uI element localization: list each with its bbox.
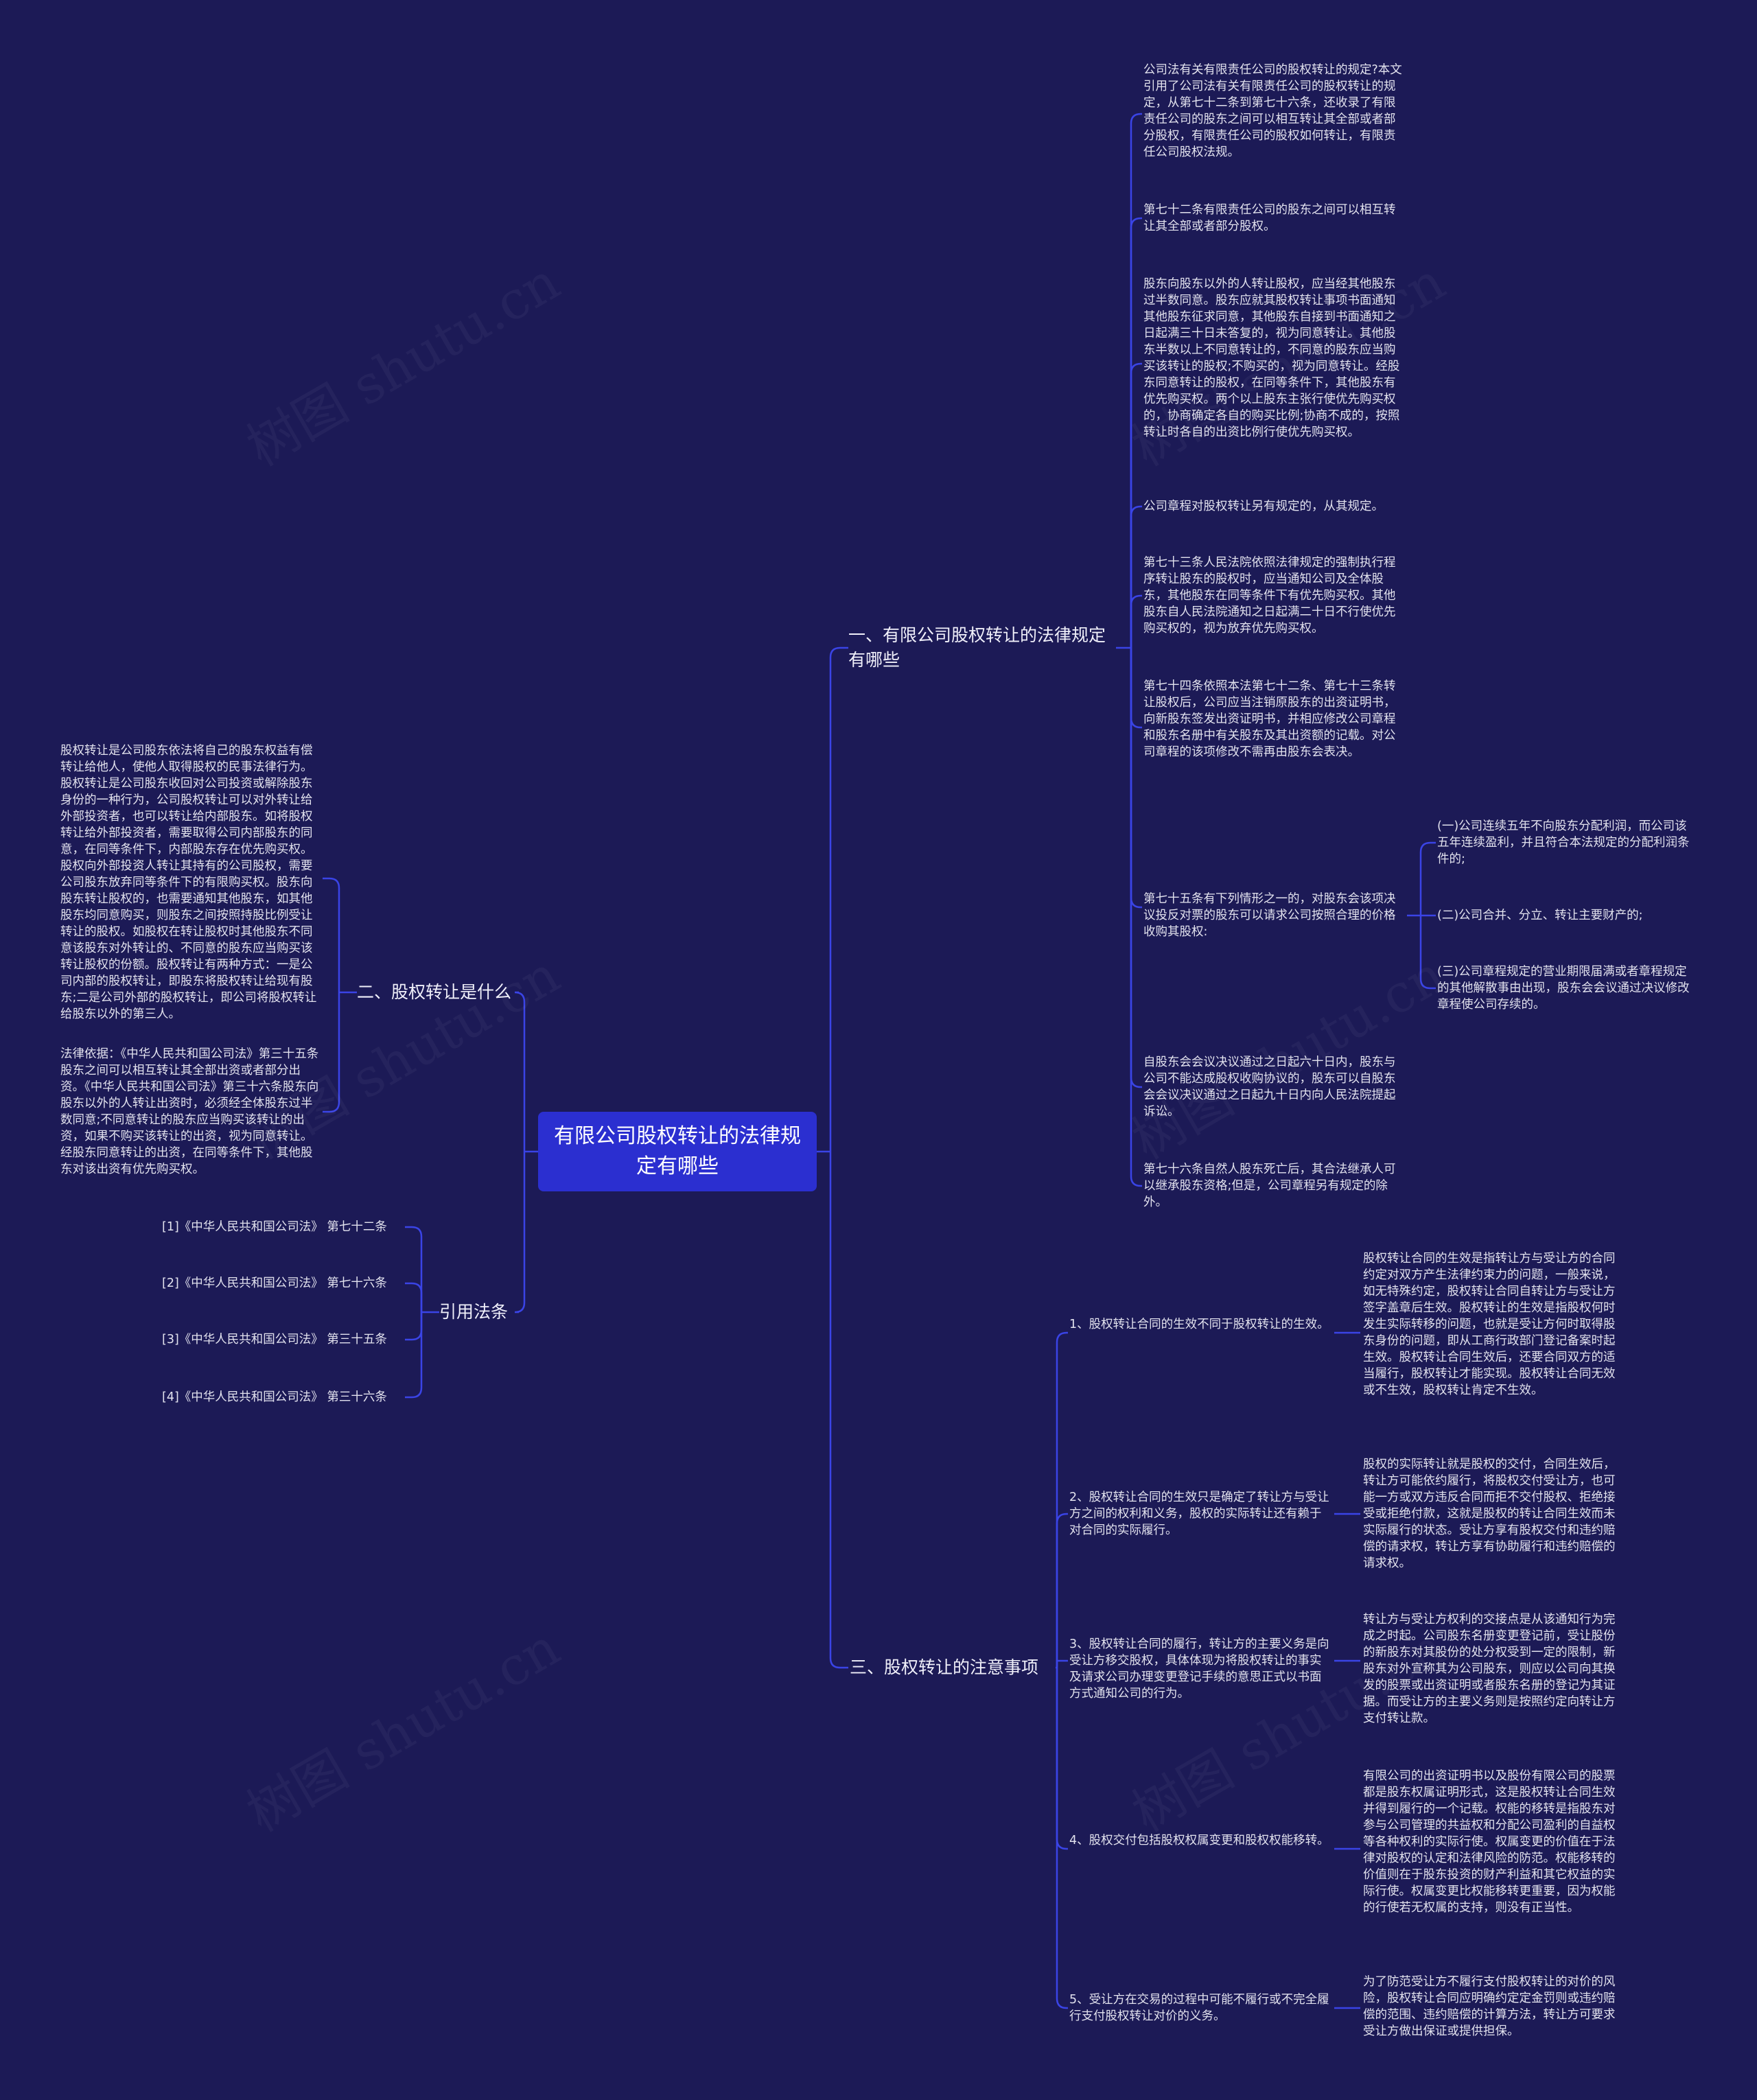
root-topic[interactable]: 有限公司股权转让的法律规定有哪些 [538,1112,817,1191]
precaution-2-detail: 股权的实际转让就是股权的交付，合同生效后，转让方可能依约履行，将股权交付受让方，… [1363,1458,1616,1570]
provision-art75: 第七十五条有下列情形之一的，对股东会该项决议投反对票的股东可以请求公司按照合理的… [1143,892,1396,939]
precaution-3-label: 3、股权转让合同的履行，转让方的主要义务是向受让方移交股权，具体体现为将股权转让… [1069,1637,1329,1701]
provision-articles: 公司章程对股权转让另有规定的，从其规定。 [1143,500,1384,513]
branch-what-is-transfer[interactable]: 二、股权转让是什么 [357,982,512,1002]
provision-art73: 第七十三条人民法院依照法律规定的强制执行程序转让股东的股权时，应当通知公司及全体… [1143,556,1396,635]
transfer-definition: 股权转让是公司股东依法将自己的股东权益有偿转让给他人，使他人取得股权的民事法律行… [60,744,317,1021]
precaution-4-detail: 有限公司的出资证明书以及股份有限公司的股票都是股东权属证明形式，这是股权转让合同… [1363,1769,1616,1915]
provision-transfer-outside: 股东向股东以外的人转让股权，应当经其他股东过半数同意。股东应就其股权转让事项书面… [1143,277,1400,439]
provision-art76: 第七十六条自然人股东死亡后，其合法继承人可以继承股东资格;但是，公司章程另有规定… [1143,1163,1396,1209]
cited-article[interactable]: [1]《中华人民共和国公司法》 第七十二条 [162,1220,387,1234]
branch3-connector [405,1226,439,1399]
root-left-connector [514,991,538,1314]
transfer-legal-basis: 法律依据：《中华人民共和国公司法》第三十五条股东之间可以相互转让其全部出资或者部… [60,1047,319,1176]
cited-article[interactable]: [4]《中华人民共和国公司法》 第三十六条 [162,1390,387,1404]
precaution-1-detail: 股权转让合同的生效是指转让方与受让方的合同约定对双方产生法律约束力的问题，一般来… [1363,1252,1616,1397]
root-topic-label: 有限公司股权转让的法律规定有哪些 [554,1124,801,1178]
branch4-connector [1056,1331,1068,2009]
branch1-connector [1116,113,1142,1187]
provision-art74: 第七十四条依照本法第七十二条、第七十三条转让股权后，公司应当注销原股东的出资证明… [1143,679,1396,759]
cited-article[interactable]: [3]《中华人民共和国公司法》 第三十五条 [162,1333,387,1346]
provision-lawsuit: 自股东会会议决议通过之日起六十日内，股东与公司不能达成股权收购协议的，股东可以自… [1143,1055,1396,1119]
art75-case-3: (三)公司章程规定的营业期限届满或者章程规定的其他解散事由出现，股东会会议通过决… [1437,965,1690,1012]
cited-article[interactable]: [2]《中华人民共和国公司法》 第七十六条 [162,1276,387,1290]
precaution-1-label: 1、股权转让合同的生效不同于股权转让的生效。 [1069,1318,1329,1331]
precaution-2-label: 2、股权转让合同的生效只是确定了转让方与受让方之间的权利和义务，股权的实际转让还… [1069,1491,1329,1537]
branch-legal-provisions[interactable]: 一、有限公司股权转让的法律规定有哪些 [848,625,1106,670]
precaution-5-detail: 为了防范受让方不履行支付股权转让的对价的风险，股权转让合同应明确约定定金罚则或违… [1363,1975,1616,2038]
art75-case-1: (一)公司连续五年不向股东分配利润，而公司该五年连续盈利，并且符合本法规定的分配… [1437,819,1690,866]
provision-art72: 第七十二条有限责任公司的股东之间可以相互转让其全部或者部分股权。 [1143,203,1396,233]
precaution-5-label: 5、受让方在交易的过程中可能不履行或不完全履行支付股权转让对价的义务。 [1069,1993,1329,2023]
provision-intro: 公司法有关有限责任公司的股权转让的规定?本文引用了公司法有关有限责任公司的股权转… [1143,63,1402,159]
precaution-3-detail: 转让方与受让方权利的交接点是从该通知行为完成之时起。公司股东名册变更登记前，受让… [1363,1613,1616,1725]
branch-precautions[interactable]: 三、股权转让的注意事项 [850,1657,1039,1677]
branch2-connector [323,877,357,1113]
precaution-4-label: 4、股权交付包括股权权属变更和股权权能移转。 [1069,1834,1329,1847]
root-right-connector [817,646,848,1669]
art75-connector [1407,841,1436,990]
branch-cited-articles[interactable]: 引用法条 [439,1302,509,1322]
art75-case-2: (二)公司合并、分立、转让主要财产的; [1437,909,1643,922]
